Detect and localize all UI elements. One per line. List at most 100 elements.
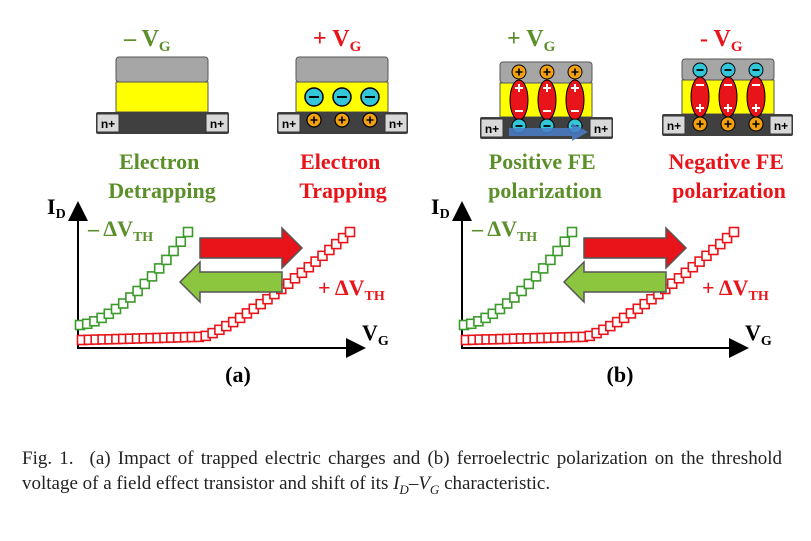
- svg-text:n+: n+: [101, 117, 115, 131]
- panel-b: + VG - VG n+ n+: [431, 26, 793, 387]
- caption-text-2: characteristic.: [439, 473, 551, 494]
- red-curve-marker: [721, 232, 733, 244]
- green-curve-marker: [545, 254, 556, 266]
- green-curve-marker: [509, 292, 520, 303]
- svg-text:n+: n+: [667, 119, 681, 133]
- red-curve-marker: [714, 238, 726, 250]
- panel-b-left-title: Positive FE polarization: [488, 149, 602, 203]
- red-curve-marker: [289, 272, 301, 284]
- caption-formula-i-sub: D: [399, 481, 409, 497]
- green-curve-marker: [153, 263, 165, 274]
- red-curve-marker: [310, 256, 321, 267]
- gate-electron-icon: [692, 62, 764, 78]
- panel-a-left-drain: [205, 113, 229, 133]
- green-curve-marker: [182, 226, 194, 238]
- panel-b-left-transistor: n+ n+: [480, 61, 613, 141]
- svg-text:n+: n+: [774, 119, 788, 133]
- green-curve-marker: [132, 285, 143, 297]
- figure-caption: Fig. 1.(a) Impact of trapped electric ch…: [22, 446, 782, 502]
- red-curve-marker: [680, 267, 692, 279]
- panel-a-y-label: ID: [47, 194, 66, 222]
- panel-a-left-source: [96, 113, 120, 133]
- dipole-icon: [690, 76, 766, 118]
- panel-b-green-curve: [458, 226, 578, 331]
- panel-b-right-transistor: n+ n+: [662, 58, 793, 136]
- panel-a-left-transistor: n+ n+: [96, 56, 229, 134]
- green-curve-marker: [530, 271, 542, 282]
- panel-b-left-arrow: [562, 260, 667, 304]
- figure: – VG + VG n+ n+ n+ n+: [47, 26, 793, 387]
- green-curve-marker: [117, 298, 129, 309]
- panel-a-right-arrow: [199, 226, 304, 270]
- panel-b-label: (b): [607, 362, 634, 387]
- green-curve-marker: [139, 278, 151, 290]
- red-curve-marker: [666, 278, 678, 290]
- panel-b-plot: ID VG – ΔVTH + ΔVTH: [431, 194, 772, 358]
- red-curve-marker: [344, 226, 356, 238]
- panel-a-left-voltage: – VG: [123, 26, 171, 55]
- panel-a-red-curve: [76, 226, 356, 346]
- svg-text:n+: n+: [389, 117, 403, 131]
- green-curve-marker: [537, 263, 549, 274]
- red-curve-marker: [673, 272, 685, 284]
- green-curve-marker: [175, 236, 187, 247]
- panel-a-left-arrow: [178, 260, 283, 304]
- panel-b-left-voltage: + VG: [507, 26, 556, 55]
- svg-text:n+: n+: [210, 117, 224, 131]
- panel-b-right-voltage: - VG: [700, 26, 743, 55]
- red-curve-marker: [296, 267, 308, 279]
- gate-hole-icon: [511, 64, 583, 80]
- panel-a-pos-shift: + ΔVTH: [318, 275, 385, 304]
- red-curve-marker: [324, 244, 335, 256]
- green-curve-marker: [125, 292, 136, 303]
- channel-hole-icon: [692, 116, 764, 132]
- panel-b-right-title: Negative FE polarization: [669, 149, 790, 203]
- panel-a-label: (a): [225, 362, 251, 387]
- caption-formula-v: V: [418, 473, 430, 494]
- green-curve-marker: [146, 271, 158, 282]
- panel-a-neg-shift: – ΔVTH: [87, 216, 153, 245]
- channel-hole-icon: [306, 112, 378, 128]
- green-curve-marker: [566, 226, 578, 238]
- panel-a-right-voltage: + VG: [313, 26, 362, 55]
- red-curve-marker: [337, 232, 349, 244]
- red-curve-marker: [708, 244, 719, 256]
- red-curve-marker: [282, 278, 294, 290]
- panel-b-y-label: ID: [431, 194, 450, 222]
- green-curve-marker: [161, 254, 172, 266]
- red-curve-marker: [303, 261, 315, 273]
- trapped-electron-icon: [304, 87, 380, 107]
- red-curve-marker: [701, 250, 712, 262]
- red-curve-marker: [728, 226, 740, 238]
- red-curve-marker: [317, 250, 328, 262]
- panel-b-right-arrow: [583, 226, 688, 270]
- green-curve-marker: [552, 245, 563, 257]
- red-curve-marker: [330, 238, 342, 250]
- panel-b-neg-shift: – ΔVTH: [471, 216, 537, 245]
- current-flow-arrow-icon: [509, 123, 588, 141]
- dipole-icon: [509, 79, 585, 121]
- caption-lead: Fig. 1.: [22, 448, 74, 469]
- svg-text:n+: n+: [485, 122, 499, 136]
- panel-b-red-curve: [460, 226, 740, 346]
- green-curve-marker: [501, 298, 513, 309]
- green-curve-marker: [494, 303, 506, 315]
- green-curve-marker: [516, 285, 527, 297]
- panel-a-plot: ID VG – ΔVTH + ΔVTH: [47, 194, 389, 358]
- red-curve-marker: [694, 256, 705, 267]
- svg-text:n+: n+: [282, 117, 296, 131]
- panel-b-pos-shift: + ΔVTH: [702, 275, 769, 304]
- panel-b-x-label: VG: [745, 320, 772, 349]
- green-curve-marker: [523, 278, 535, 290]
- panel-a-left-title: Electron Detrapping: [108, 149, 216, 203]
- panel-a: – VG + VG n+ n+ n+ n+: [47, 26, 408, 387]
- caption-formula-i: I: [393, 473, 400, 494]
- caption-formula-dash: –: [408, 473, 419, 494]
- panel-a-x-label: VG: [362, 320, 389, 349]
- caption-text-1: (a) Impact of trapped electric charges a…: [22, 448, 782, 494]
- green-curve-marker: [110, 303, 122, 315]
- caption-formula-v-sub: G: [429, 481, 440, 497]
- panel-a-right-title: Electron Trapping: [299, 149, 387, 203]
- panel-a-green-curve: [74, 226, 194, 331]
- red-curve-marker: [687, 261, 699, 273]
